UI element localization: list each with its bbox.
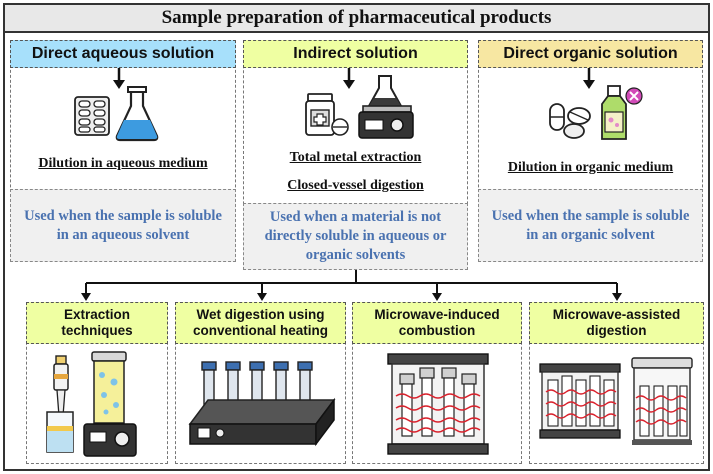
digestion-rotor-icon [539,363,621,439]
method-header-wet-digestion: Wet digestion using conventional heating [175,302,346,344]
label-closed-vessel-digestion: Closed-vessel digestion [287,178,424,193]
label-dilution-aqueous: Dilution in aqueous medium [38,156,208,171]
pipette-icon [46,355,74,453]
label-total-metal-extraction: Total metal extraction [289,150,422,165]
header-direct-aqueous: Direct aqueous solution [10,40,236,68]
centrifuge-tube-stirrer-icon [83,351,137,457]
tablet-blister-icon [74,96,110,136]
connector-lines [81,270,622,301]
note-indirect: Used when a material is not directly sol… [243,203,468,270]
arrow-down-icon [583,68,595,89]
arrow-down-icon [113,68,125,89]
diagram-title: Sample preparation of pharmaceutical pro… [3,3,710,33]
header-indirect: Indirect solution [243,40,468,68]
arrow-down-icon [343,68,355,89]
digestion-vessel-icon [631,357,693,445]
method-header-microwave-digestion: Microwave-assisted digestion [529,302,704,344]
header-direct-organic: Direct organic solution [478,40,703,68]
method-header-extraction: Extraction techniques [26,302,168,344]
method-header-microwave-combustion: Microwave-induced combustion [352,302,522,344]
note-direct-aqueous: Used when the sample is soluble in an aq… [10,189,236,262]
label-dilution-organic: Dilution in organic medium [507,160,674,175]
heating-block-icon [188,361,336,447]
note-direct-organic: Used when the sample is soluble in an or… [478,189,703,262]
combustion-vessel-icon [387,353,489,455]
medicine-bottle-icon [305,93,349,136]
pills-icon [549,103,591,139]
flask-icon [115,86,159,142]
digestion-hotplate-icon [358,75,414,139]
organic-solvent-bottle-icon [601,85,643,140]
